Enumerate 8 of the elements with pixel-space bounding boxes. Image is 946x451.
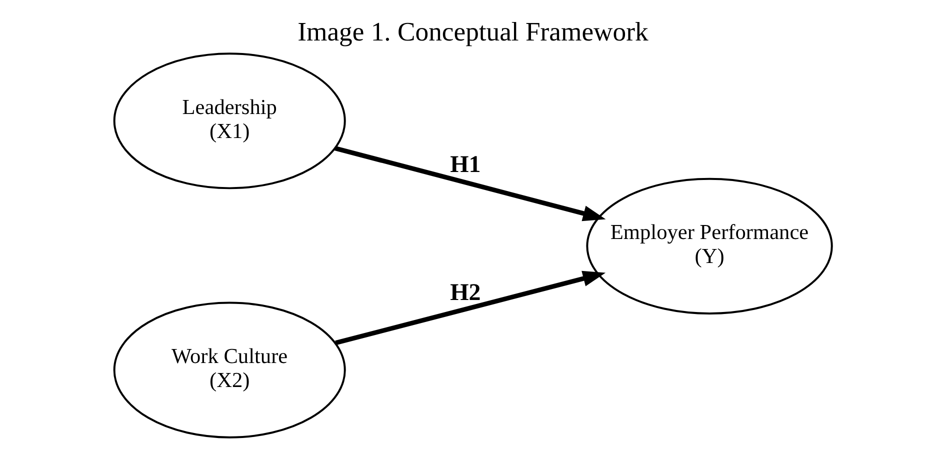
node-ellipse: Work Culture (X2): [113, 302, 346, 438]
arrow: [335, 270, 606, 346]
node-ellipse: Leadership (X1): [113, 52, 346, 190]
edge-label: H2: [450, 280, 481, 306]
edge-label: H1: [450, 152, 481, 178]
diagram-title: Image 1. Conceptual Framework: [298, 16, 648, 46]
arrow: [334, 146, 606, 222]
node-ellipse: Employer Performance (Y): [586, 178, 833, 314]
